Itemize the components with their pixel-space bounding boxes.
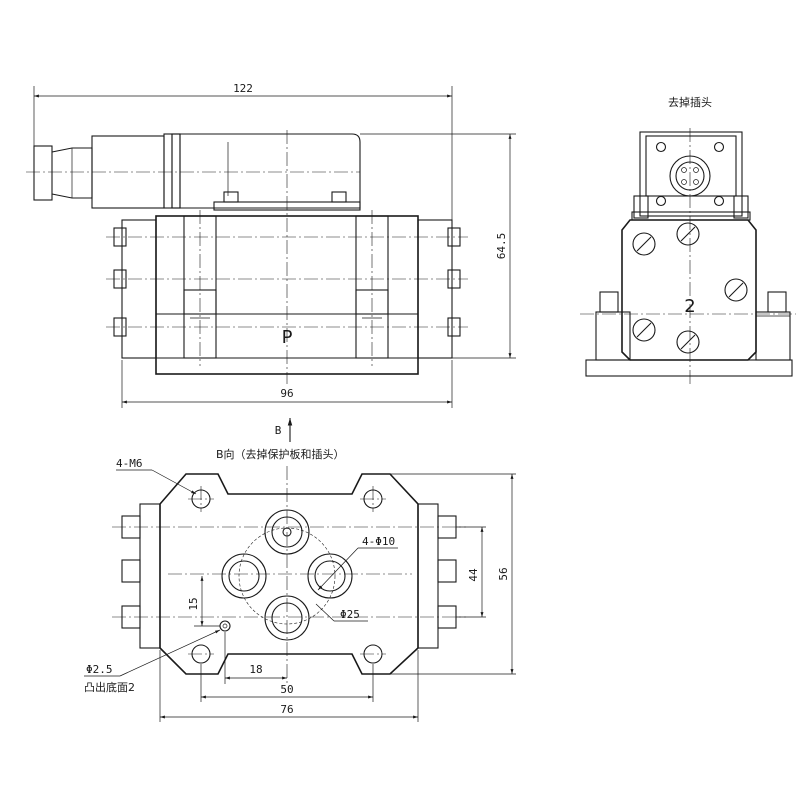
front-view: P 122 96 64.5: [26, 82, 516, 408]
ports: [221, 509, 353, 641]
dim-96-text: 96: [280, 387, 293, 400]
port-label-p: P: [282, 327, 293, 348]
dim-18-text: 18: [249, 663, 262, 676]
dim-50-text: 50: [280, 683, 293, 696]
face-label-2: 2: [684, 296, 695, 317]
dimension-76: 76: [159, 650, 419, 722]
connector-socket: [633, 131, 749, 219]
dim-76-text: 76: [280, 703, 293, 716]
side-view: 去掉插头: [580, 95, 796, 384]
note-phi2-5: Φ2.5: [86, 663, 113, 676]
dim-56-text: 56: [497, 567, 510, 580]
direction-arrow-b: B: [275, 418, 293, 442]
note-4-phi10: 4-Φ10: [362, 535, 395, 548]
dimension-64-5: 64.5: [360, 133, 516, 359]
dim-15-text: 15: [187, 597, 200, 610]
leaders: 4-M6 4-Φ10 Φ25 Φ2.5 凸出底面2: [84, 457, 398, 694]
dimension-18: 18: [224, 632, 287, 684]
locating-pin: [219, 620, 231, 632]
valve-block-side: 2: [580, 128, 796, 384]
dimension-122: 122: [33, 82, 453, 220]
note-4-m6: 4-M6: [116, 457, 143, 470]
dim-122-text: 122: [233, 82, 253, 95]
dim-44-text: 44: [467, 568, 480, 582]
dimension-44: 44: [456, 526, 486, 618]
dim-64-5-text: 64.5: [495, 233, 508, 260]
direction-b-text: B: [275, 424, 282, 437]
connector-plug: [26, 133, 360, 209]
solenoid-housing: [171, 133, 361, 211]
note-protrude: 凸出底面2: [84, 680, 135, 694]
bottom-view-title: B向（去掉保护板和插头）: [216, 447, 345, 461]
side-view-title: 去掉插头: [668, 95, 712, 109]
corner-holes: [188, 486, 386, 664]
bolt-heads: [632, 222, 748, 354]
dimension-15: 15: [187, 576, 220, 627]
valve-body: P: [106, 130, 468, 384]
dimension-56: 56: [390, 473, 516, 675]
note-phi25: Φ25: [340, 608, 360, 621]
dimension-96: 96: [121, 360, 453, 408]
bottom-view: B B向（去掉保护板和插头）: [84, 418, 516, 722]
dimension-50: 50: [200, 664, 374, 702]
bottom-outline: [112, 466, 466, 686]
